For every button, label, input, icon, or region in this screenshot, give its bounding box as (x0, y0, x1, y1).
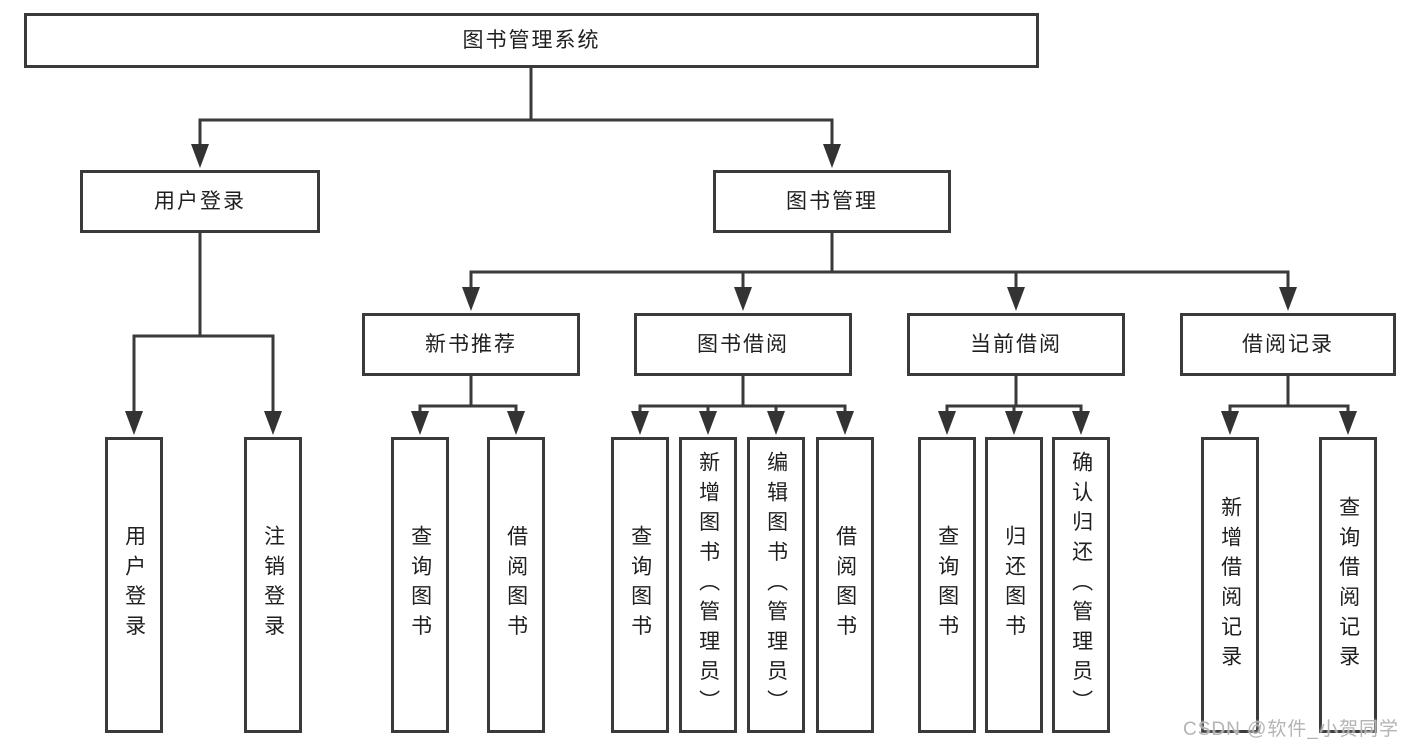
leaf-borrow-books-recommend: 借阅图书 (487, 437, 545, 733)
leaf-user-login: 用户登录 (105, 437, 163, 733)
leaf-confirm-return-admin: 确认归还（管理员） (1052, 437, 1110, 733)
node-current-borrowing: 当前借阅 (907, 313, 1125, 376)
node-book-borrowing: 图书借阅 (634, 313, 852, 376)
node-new-book-recommendation: 新书推荐 (362, 313, 580, 376)
connector-level3-to-leaves (418, 375, 1350, 415)
leaf-query-books-borrowing: 查询图书 (611, 437, 669, 733)
arrowheads (125, 144, 1357, 435)
leaf-borrow-books-borrowing: 借阅图书 (816, 437, 874, 733)
leaf-query-books-current: 查询图书 (918, 437, 976, 733)
connector-userlogin-to-leaves (132, 233, 275, 414)
watermark: CSDN @软件_小贺同学 (1183, 719, 1399, 740)
leaf-add-borrow-record: 新增借阅记录 (1201, 437, 1259, 733)
connector-bookmgmt-to-level3 (469, 233, 1290, 290)
leaf-return-books: 归还图书 (985, 437, 1043, 733)
node-borrowing-records: 借阅记录 (1180, 313, 1396, 376)
node-book-management: 图书管理 (713, 170, 951, 233)
connector-root-to-level2 (198, 68, 834, 147)
leaf-logout: 注销登录 (244, 437, 302, 733)
leaf-edit-books-admin: 编辑图书（管理员） (747, 437, 805, 733)
leaf-query-books-recommend: 查询图书 (391, 437, 449, 733)
leaf-add-books-admin: 新增图书（管理员） (679, 437, 737, 733)
leaf-query-borrow-record: 查询借阅记录 (1319, 437, 1377, 733)
node-user-login: 用户登录 (80, 170, 320, 233)
node-library-management-system: 图书管理系统 (24, 13, 1039, 68)
